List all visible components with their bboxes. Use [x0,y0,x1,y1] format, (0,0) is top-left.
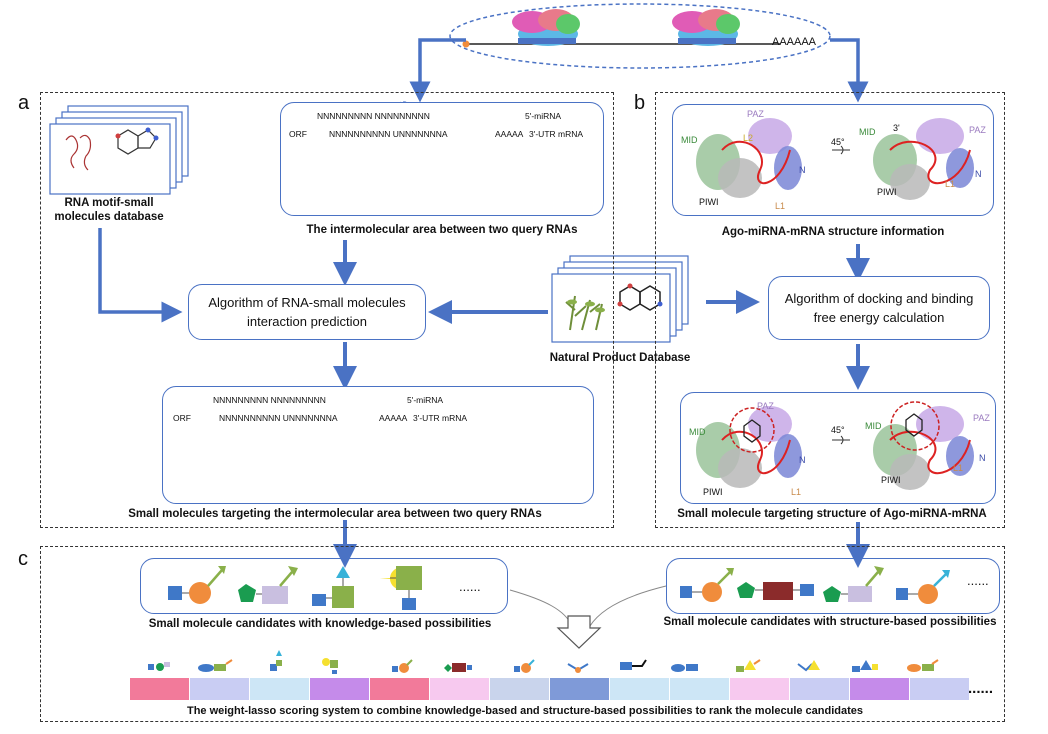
domain-piwi-bottom-r: PIWI [881,475,901,485]
target-utr-label: 3'-UTR mRNA [413,413,468,423]
ranking-bar-segment [430,678,490,700]
domain-l1-top: L1 [775,201,786,211]
ranking-bar-segment [670,678,730,700]
structure-candidates-box: ...... [666,558,1000,614]
domain-n-top-r: N [975,169,982,179]
domain-paz-bottom-r: PAZ [973,413,990,423]
domain-mid-top-r: MID [859,127,876,137]
ranked-molecule-icons [148,650,939,674]
ribosome-1 [512,9,580,46]
ranking-bar-segment [370,678,430,700]
seq-bottom-line: NNNNNNNNNN UNNNNNNNA [329,129,448,139]
ranking-bar-segment [490,678,550,700]
ranking-ellipsis: ...... [968,680,994,697]
weight-lasso-caption: The weight-lasso scoring system to combi… [186,705,864,717]
poly-a-short: AAAAA [495,129,524,139]
ranking-bar-segment [250,678,310,700]
ranking-bar-segment [310,678,370,700]
structure-candidates [680,566,950,604]
ago-structure-box-bottom: 45° MID PAZ PIWI L1 N MID PAZ PIWI L1 N [680,392,996,504]
domain-l1-top-r: L1 [945,179,956,189]
arrow-db-to-alg [98,228,183,323]
ribosome-2 [672,9,740,46]
domain-l1-bottom-r: L1 [953,463,964,473]
knowledge-candidates [168,566,422,610]
intermolecular-box: NNNNNNNNN NNNNNNNNN 5'-miRNA ORF NNNNNNN… [280,102,604,216]
docking-algorithm-label: Algorithm of docking and binding free en… [784,291,974,325]
rna-small-molecule-algorithm-box: Algorithm of RNA-small molecules interac… [188,284,426,340]
targeting-caption: Small molecules targeting the intermolec… [128,508,542,520]
arrow-top-left [409,38,466,103]
domain-piwi-top-r: PIWI [877,187,897,197]
target-poly-a: AAAAA [379,413,408,423]
target-mirna-label: 5'-miRNA [407,395,444,405]
ranking-bar-segment [850,678,910,700]
domain-n-top: N [799,165,806,175]
domain-l1-bottom: L1 [791,487,802,497]
merge-hollow-arrow [556,615,602,649]
ago-structure-top [696,118,974,200]
domain-mid-top: MID [681,135,698,145]
angle-label-bottom: 45° [831,425,845,435]
domain-n-bottom-r: N [979,453,986,463]
domain-piwi-top: PIWI [699,197,719,207]
ranking-bar-segment [730,678,790,700]
domain-paz-top-r: PAZ [969,125,986,135]
domain-mid-bottom-r: MID [865,421,882,431]
utr-label: 3'-UTR mRNA [529,129,584,139]
panel-letter-c: c [18,548,28,570]
ranking-bar-segment [130,678,190,700]
targeting-box: NNNNNNNNN NNNNNNNNN 5'-miRNA ORF NNNNNNN… [162,386,594,504]
docking-algorithm-box: Algorithm of docking and binding free en… [768,276,990,340]
ranking-bar-segment [190,678,250,700]
domain-3prime-top: 3' [893,123,900,133]
rna-motif-db-label: RNA motif-small molecules database [54,197,164,223]
ranking-bar-segment [550,678,610,700]
intermolecular-caption: The intermolecular area between two quer… [306,224,578,236]
domain-piwi-bottom: PIWI [703,487,723,497]
natural-product-stack [551,255,689,343]
knowledge-ellipsis: ...... [459,579,481,594]
structure-ellipsis: ...... [967,573,989,588]
ranking-bar-segment [790,678,850,700]
arrow-top-right [830,38,869,103]
seq-top-line: NNNNNNNNN NNNNNNNNN [317,111,430,121]
panel-a-frame [40,92,614,528]
ago-structure-box-top: 45° MID PAZ PIWI L1 L2 N 3' MID PAZ PIWI… [672,104,994,216]
target-seq-bottom: NNNNNNNNNN UNNNNNNNA [219,413,338,423]
angle-label-top: 45° [831,137,845,147]
orf-label: ORF [289,129,307,139]
knowledge-caption: Small molecule candidates with knowledge… [148,618,492,630]
knowledge-candidates-box: ...... [140,558,508,614]
merge-curve-right [589,585,667,627]
domain-l2-top: L2 [743,133,754,143]
ago-structure-caption: Ago-miRNA-mRNA structure information [721,226,945,238]
panel-b-frame [655,92,1005,528]
domain-mid-bottom: MID [689,427,706,437]
domain-paz-bottom: PAZ [757,401,774,411]
poly-a-tail: AAAAAA [772,36,817,48]
ago-targeting-caption: Small molecule targeting structure of Ag… [677,508,987,520]
panel-letter-a: a [18,92,30,114]
mirna-label: 5'-miRNA [525,111,562,121]
ranking-bar-segment [610,678,670,700]
target-orf-label: ORF [173,413,191,423]
domain-n-bottom: N [799,455,806,465]
rna-algorithm-label: Algorithm of RNA-small molecules interac… [208,295,406,329]
domain-paz-top: PAZ [747,109,764,119]
panel-letter-b: b [634,92,646,114]
target-seq-top: NNNNNNNNN NNNNNNNNN [213,395,326,405]
ranking-bar-segment [910,678,970,700]
ago-structure-bottom [696,401,974,490]
ranking-bar [130,678,970,700]
cap-dot [462,40,470,48]
ribosome-ellipse [449,3,831,69]
database-stack [49,105,189,195]
structure-caption: Small molecule candidates with structure… [663,616,997,628]
natural-product-db-label: Natural Product Database [549,352,691,364]
panel-c-frame [40,546,1005,722]
